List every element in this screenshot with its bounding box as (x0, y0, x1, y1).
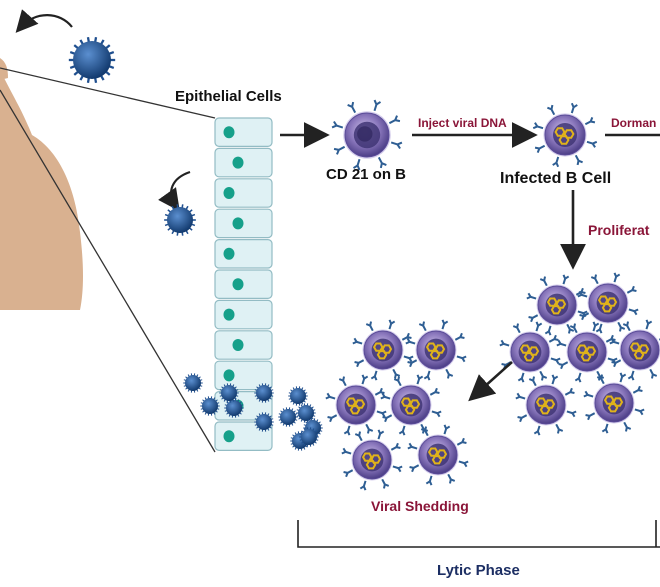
b-cell-icon (407, 424, 469, 486)
virus-icon (278, 407, 298, 427)
human-body (0, 70, 83, 310)
virus-icon (219, 383, 239, 403)
b-cell-icon (352, 319, 414, 381)
curved-arrow-icon (15, 9, 73, 33)
epithelial-cell-icon (214, 208, 273, 239)
label-inject-viral-dna: Inject viral DNA (418, 116, 507, 130)
label-cd21-on-b: CD 21 on B (326, 166, 407, 183)
label-infected-b-cell: Infected B Cell (500, 170, 612, 187)
virus-icon (183, 373, 203, 393)
label-epithelial-cells: Epithelial Cells (175, 88, 282, 105)
b-cell-icon (341, 429, 403, 491)
viral-dna-icon (629, 342, 650, 360)
epithelial-cell-icon (214, 147, 273, 178)
viral-dna-icon (519, 344, 540, 362)
virus-icon (164, 204, 196, 236)
viral-dna-icon (597, 295, 618, 313)
virus-icon (299, 427, 319, 447)
zoom-line-top (0, 67, 216, 119)
viral-dna-icon (535, 397, 556, 415)
viral-dna-icon (546, 297, 567, 315)
virus-icon (254, 412, 274, 432)
viral-dna-icon (427, 447, 448, 465)
virus-icon (200, 396, 220, 416)
viral-dna-icon (554, 127, 575, 145)
epithelial-cell-icon (214, 421, 273, 451)
virus-icon (254, 383, 274, 403)
zoom-line-bottom (0, 89, 216, 453)
epithelial-cell-icon (214, 299, 273, 330)
viral-dna-icon (372, 342, 393, 360)
epithelial-cell-icon (214, 117, 273, 147)
b-cell-icon (532, 102, 598, 168)
b-cell-icon (526, 274, 588, 336)
label-lytic-phase: Lytic Phase (437, 562, 520, 579)
virus-icon (296, 403, 316, 423)
virus-icon (288, 386, 308, 406)
label-viral-shedding: Viral Shedding (371, 498, 469, 514)
viral-dna-icon (425, 342, 446, 360)
label-dormant: Dorman (611, 116, 657, 130)
label-proliferation: Proliferat (588, 222, 650, 238)
epithelial-cell-icon (214, 269, 273, 299)
b-cell-icon (577, 272, 639, 334)
arrow-to-shedding (468, 361, 513, 402)
epithelial-cell-icon (214, 330, 273, 360)
lytic-phase-bracket (297, 520, 660, 548)
viral-dna-icon (345, 397, 366, 415)
b-cell-icon (331, 99, 403, 171)
b-cell-icon (405, 319, 467, 381)
b-cell-icon (515, 374, 577, 436)
b-cell-icon (499, 321, 561, 383)
b-cell-icon (380, 374, 442, 436)
b-cell-icon (556, 321, 618, 383)
b-cell-icon (609, 319, 660, 381)
viral-dna-icon (400, 397, 421, 415)
viral-dna-icon (603, 395, 624, 413)
curved-arrow-icon (158, 170, 191, 212)
b-cell-icon (583, 372, 645, 434)
virus-icon (68, 36, 116, 84)
viral-dna-icon (576, 344, 597, 362)
b-cell-icon (325, 374, 387, 436)
epithelial-cell-icon (214, 178, 273, 208)
epithelial-cell-icon (214, 239, 273, 269)
epithelial-cell-column (214, 117, 273, 451)
epithelial-cell-icon (214, 360, 273, 391)
viral-dna-icon (361, 452, 382, 470)
